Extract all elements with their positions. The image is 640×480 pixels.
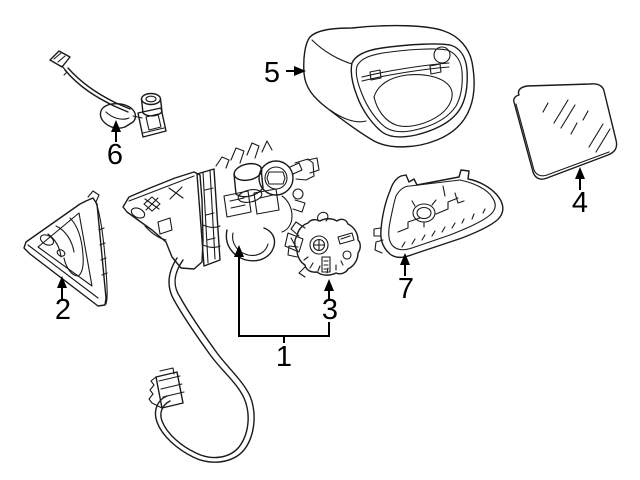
callout-3: 3 xyxy=(322,279,338,326)
callout-6: 6 xyxy=(107,120,123,171)
wire-harness-switch-drawing xyxy=(49,50,167,138)
callout-2: 2 xyxy=(55,276,71,326)
callout-7: 7 xyxy=(398,253,414,305)
mirror-housing-cover-drawing xyxy=(303,24,475,148)
callout-5: 5 xyxy=(264,57,306,89)
corner-cover-panel-drawing xyxy=(23,190,108,307)
callout-1-arrowhead-icon xyxy=(234,245,244,257)
callout-3-arrowhead-icon xyxy=(324,279,334,291)
callout-7-arrowhead-icon xyxy=(400,253,410,265)
callout-1: 1 xyxy=(234,245,330,373)
callout-6-arrowhead-icon xyxy=(111,120,121,132)
callout-label-6: 6 xyxy=(107,139,123,171)
callout-label-3: 3 xyxy=(322,294,338,326)
callout-label-5: 5 xyxy=(264,57,280,89)
mirror-motor-drawing xyxy=(287,211,361,278)
callout-5-arrowhead-icon xyxy=(294,66,306,76)
harness-cable-drawing xyxy=(148,257,255,463)
mirror-glass-drawing xyxy=(513,83,618,180)
callout-label-2: 2 xyxy=(55,294,71,326)
callout-label-7: 7 xyxy=(398,273,414,305)
callout-4: 4 xyxy=(572,167,588,219)
callout-2-arrowhead-icon xyxy=(57,276,67,288)
callout-4-arrowhead-icon xyxy=(575,167,585,179)
callout-label-1: 1 xyxy=(276,341,292,373)
lower-housing-cover-drawing xyxy=(373,169,504,259)
mirror-bracket-assembly-drawing xyxy=(122,140,320,270)
callout-label-4: 4 xyxy=(572,187,588,219)
